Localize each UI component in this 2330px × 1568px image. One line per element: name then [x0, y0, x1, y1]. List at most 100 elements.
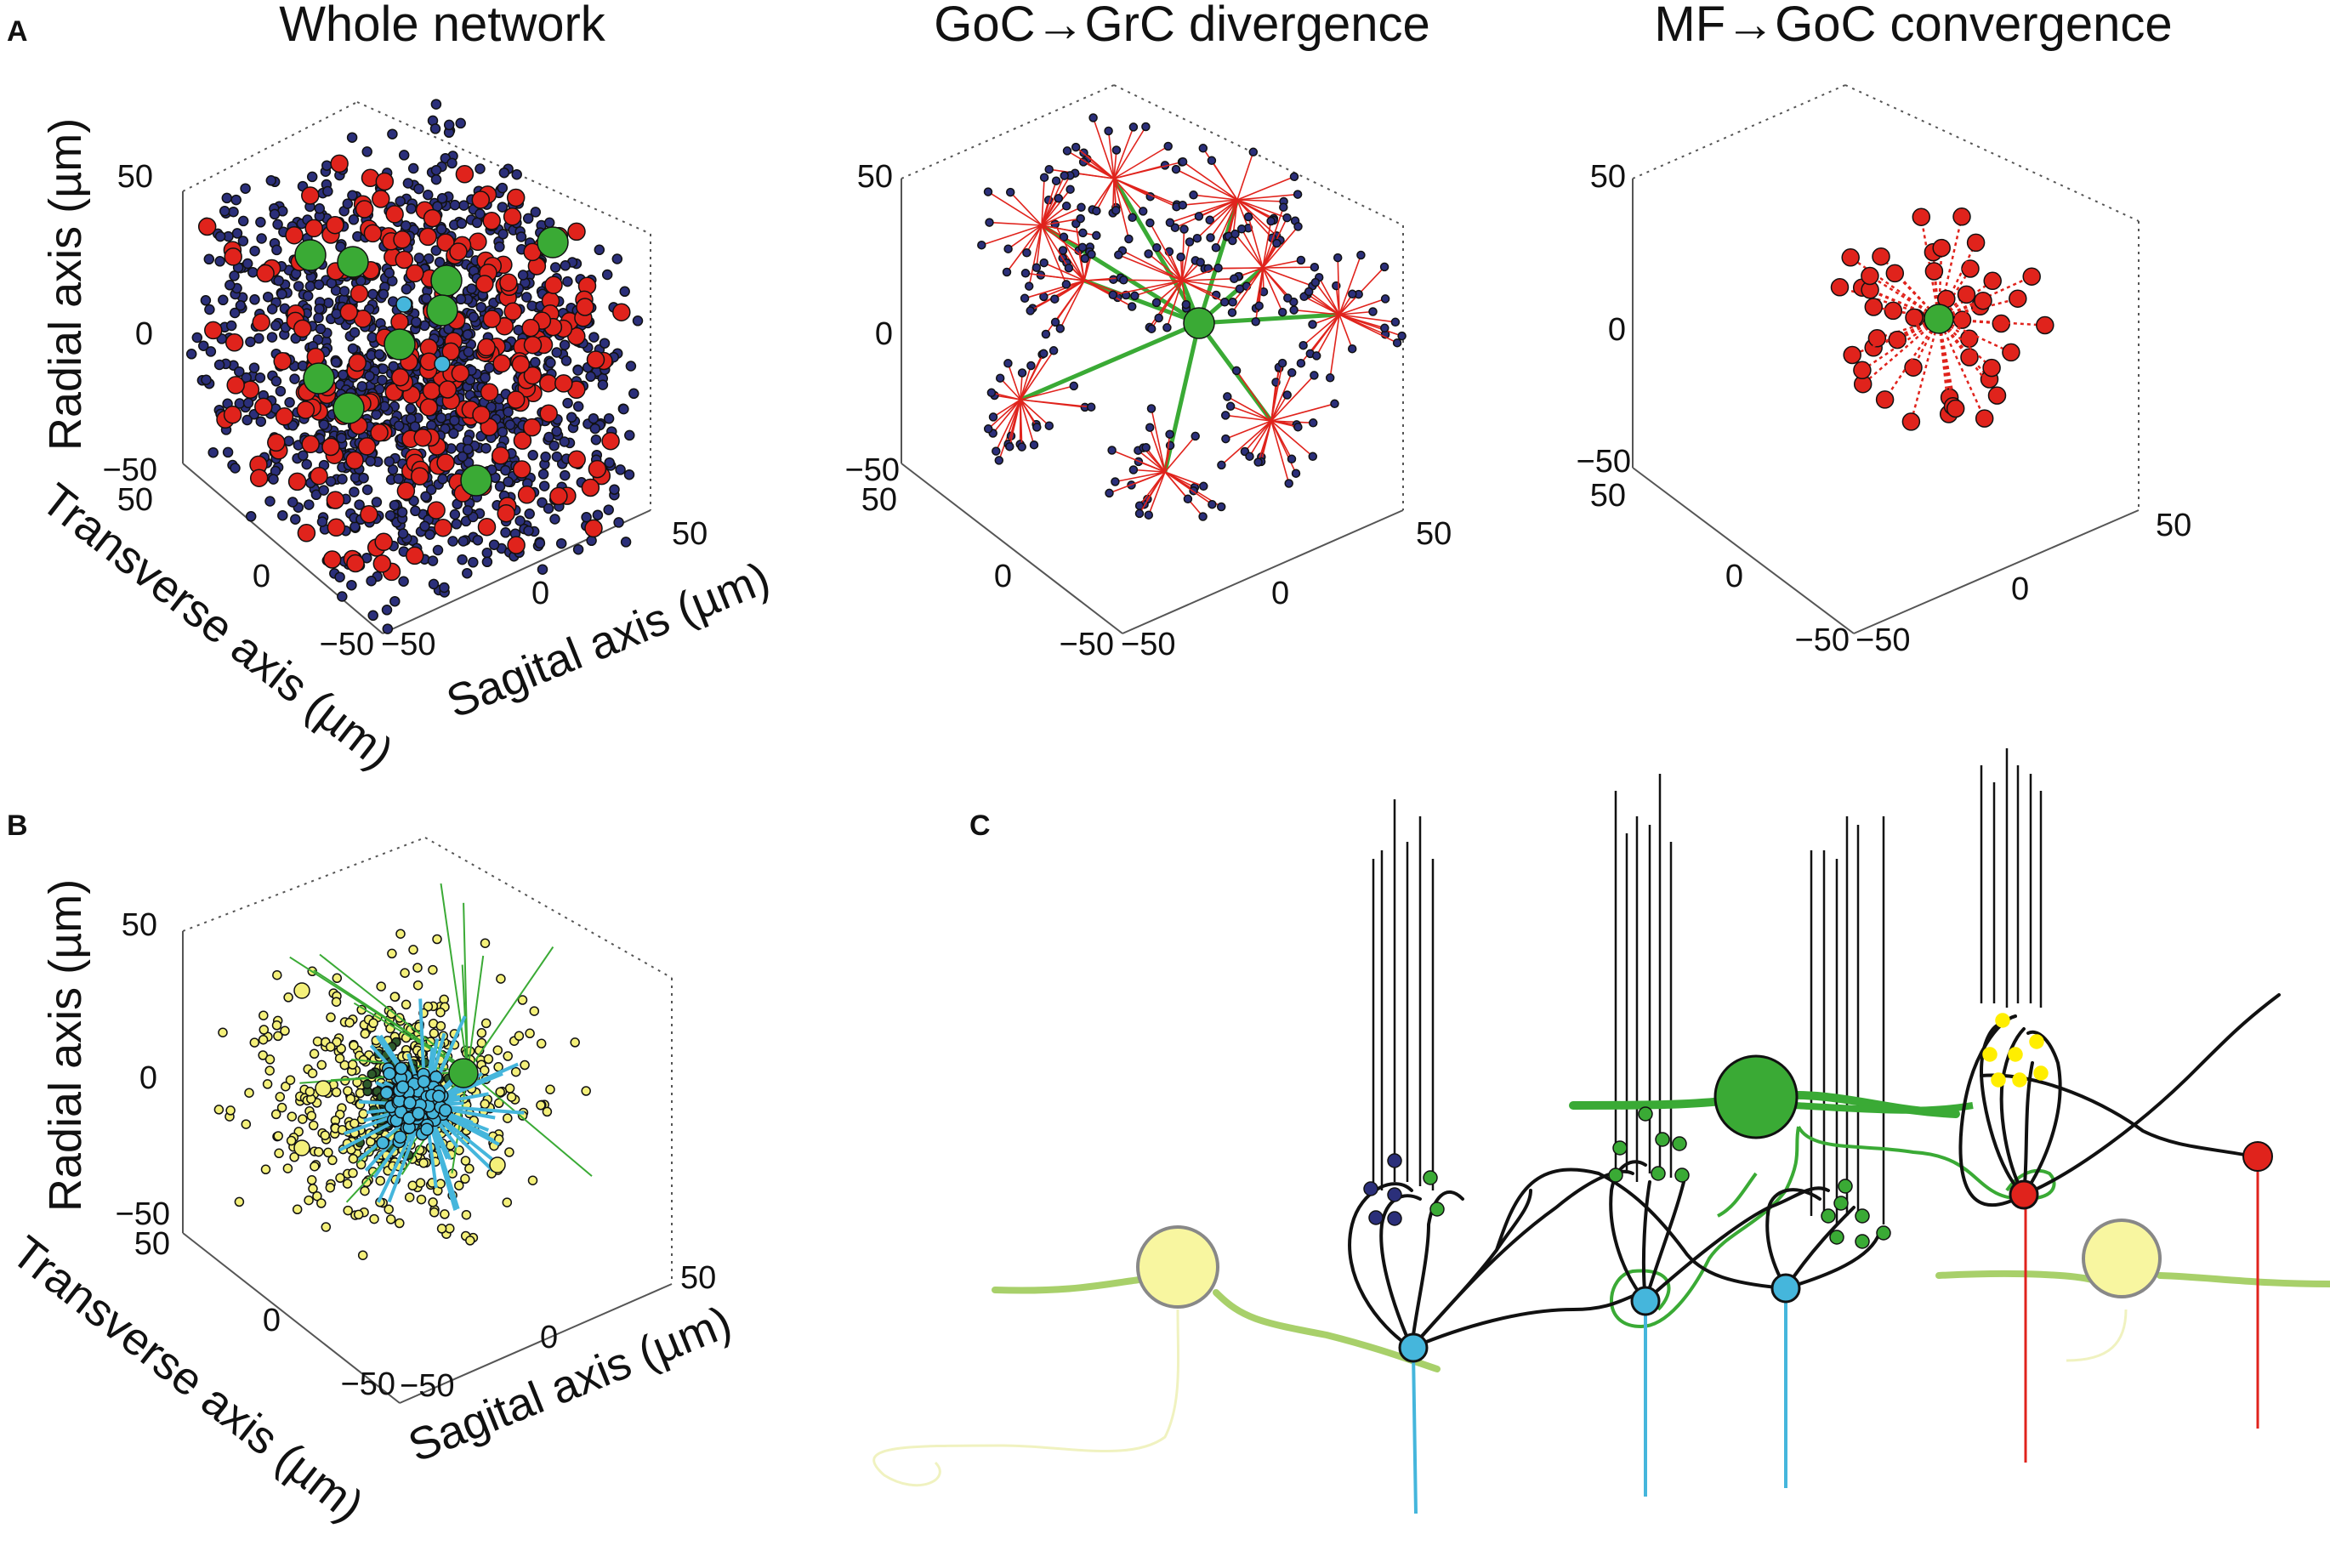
mf-point [480, 383, 499, 401]
ubc-point [258, 1050, 268, 1060]
synapse-link [1043, 262, 1085, 281]
synapse-link [1149, 222, 1183, 281]
synapse-link [1236, 199, 1284, 202]
grc-point [393, 420, 405, 431]
grc-point [530, 207, 542, 218]
ubc-point [581, 1086, 591, 1096]
grc-point [1064, 263, 1074, 273]
synapse-link [1041, 224, 1067, 285]
grc-point [1005, 441, 1014, 452]
grc-point [1289, 172, 1299, 182]
grc-point [247, 266, 259, 278]
grc-point [400, 220, 412, 231]
grc-point [1144, 510, 1154, 520]
mf-point [1961, 259, 1980, 278]
mf-point [451, 364, 470, 383]
synapse-link [1113, 150, 1117, 179]
grc-point [1225, 401, 1236, 412]
grc-point [1111, 206, 1121, 215]
grc-point [572, 365, 583, 376]
grc-point [315, 323, 327, 335]
ubc-point [440, 1209, 450, 1219]
grc-point [235, 300, 247, 311]
synapse-link [1041, 224, 1086, 259]
grc-point [543, 217, 555, 229]
grc-point [346, 132, 358, 143]
mf-point [1864, 298, 1884, 316]
grc-point [1189, 190, 1198, 200]
grc-point [432, 544, 444, 556]
ubc-point [376, 981, 386, 991]
mf-point [256, 264, 275, 283]
plot-title-divergence: GoC→GrC divergence [934, 0, 1429, 52]
grc-point [335, 241, 346, 253]
ubc-point [416, 1194, 427, 1205]
mf-point [393, 230, 412, 249]
grc-point [1183, 494, 1193, 504]
mf-point [521, 318, 540, 338]
synapse-link [1020, 349, 1054, 401]
glom-point [393, 1130, 407, 1144]
glom-point [395, 1080, 410, 1094]
grc-point [284, 397, 295, 408]
synapse-link [1111, 449, 1166, 473]
mf-point [1905, 308, 1924, 327]
mf-point [355, 200, 374, 219]
grc-point [1192, 233, 1202, 243]
grc-point [1127, 302, 1137, 311]
grc-point [449, 415, 460, 426]
mf-point [2022, 267, 2041, 286]
synapse-link [1092, 178, 1115, 210]
grc-point [393, 473, 404, 485]
grc-point [497, 182, 509, 194]
mf-point [491, 446, 510, 465]
synapse-link [1145, 446, 1166, 473]
synapse-link [1236, 199, 1273, 239]
ubc-point [480, 1065, 490, 1076]
ubc-point [349, 1040, 359, 1051]
grc-point [1003, 244, 1013, 253]
grc-point [1380, 294, 1390, 304]
grc-point [537, 564, 548, 575]
grc-point [427, 555, 439, 566]
synapse-link [1075, 146, 1115, 179]
mf-point [427, 501, 446, 520]
grc-point [1277, 307, 1287, 317]
grc-point [266, 332, 278, 343]
grc-point [435, 412, 447, 423]
ubc-point [213, 1105, 224, 1115]
parallel-fibers [1372, 748, 2043, 1224]
ubc-point [308, 1120, 319, 1131]
mf-point [1982, 358, 2001, 378]
grc-point [1171, 164, 1181, 174]
grc-point [1253, 457, 1263, 467]
synapse-link [1181, 278, 1235, 281]
goc-axon-branch [1198, 312, 1340, 326]
ubc-point [357, 1250, 368, 1260]
synapse-link [1247, 216, 1264, 269]
grc-point [321, 160, 332, 171]
grc-point [367, 610, 378, 622]
synapse-link [1041, 205, 1067, 226]
grc-point [413, 253, 425, 264]
grc-point [1223, 392, 1232, 401]
ubc-point [375, 1175, 385, 1186]
grc-point [373, 349, 385, 361]
scatter-whole-network [185, 99, 644, 634]
grc-point [562, 397, 573, 409]
grc-point [1146, 324, 1156, 333]
grc-point [1296, 255, 1306, 265]
mf-point [513, 431, 532, 450]
grc-point [448, 428, 459, 440]
sagittal-tick-50: 50 [2156, 508, 2191, 543]
synapse-ubc [2008, 1047, 2023, 1062]
mf-point [584, 519, 603, 538]
goc-point [460, 464, 492, 497]
synapse-link [1020, 399, 1037, 428]
ubc-point [429, 1207, 440, 1218]
mf-point [1843, 345, 1861, 365]
ubc-point [483, 1054, 494, 1065]
ubc-point [281, 1081, 291, 1092]
grc-point [1254, 301, 1264, 310]
ubc-point [360, 1185, 370, 1196]
